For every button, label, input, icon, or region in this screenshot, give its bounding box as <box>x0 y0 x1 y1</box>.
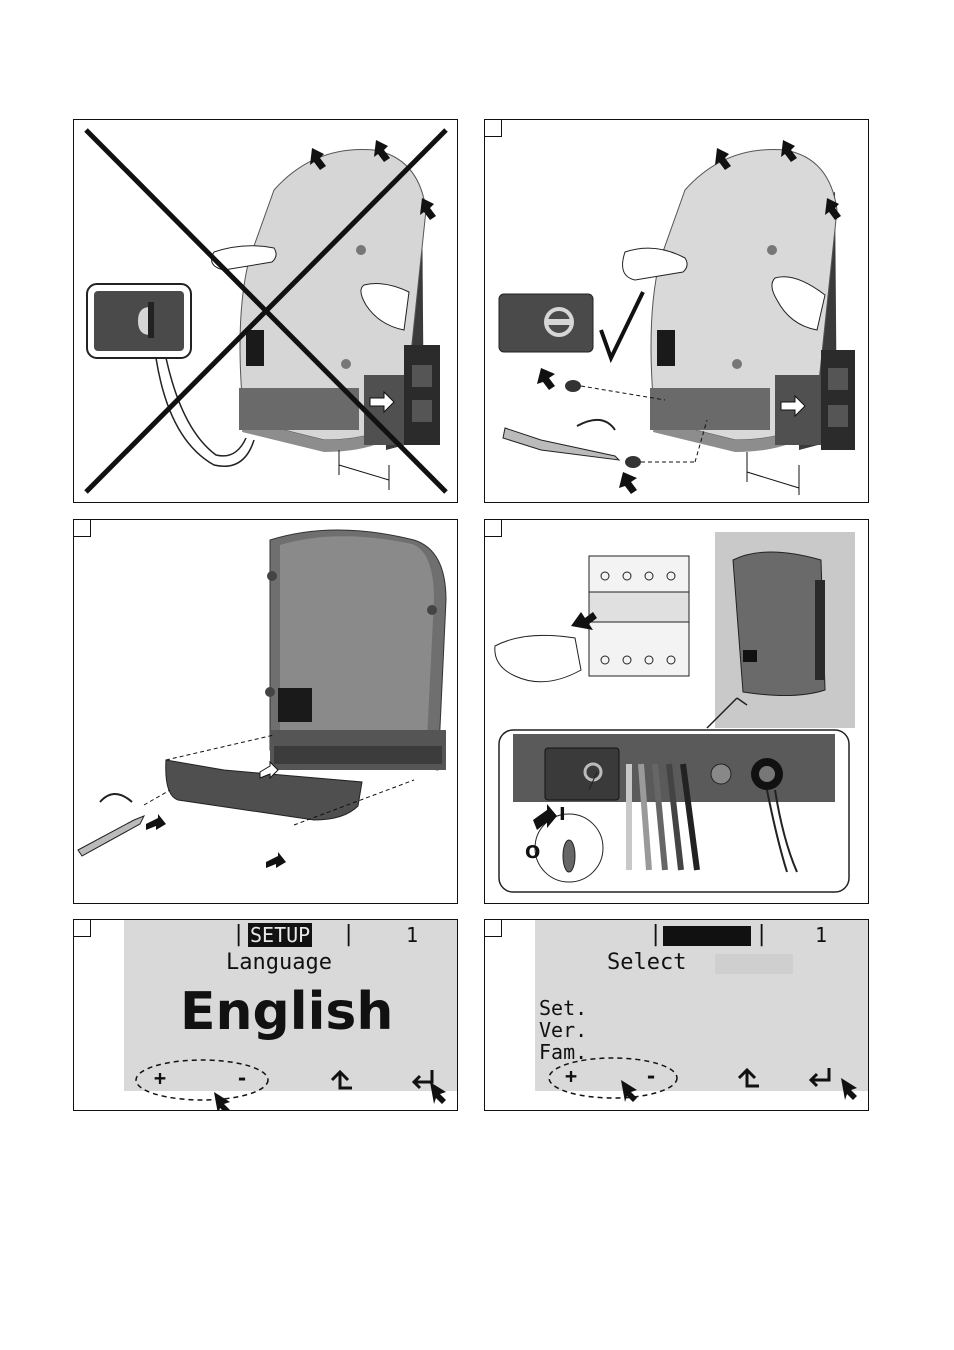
panel-language-display: | SETUP | 1 Language English + - <box>73 919 458 1111</box>
step-checkbox <box>485 520 502 537</box>
button-highlight-ellipse <box>548 1057 678 1099</box>
enter-icon[interactable] <box>411 1070 434 1090</box>
menu-bar-left: | <box>232 922 246 947</box>
lcd-overlay-icons <box>548 1057 857 1102</box>
panel-front-cover <box>73 519 458 904</box>
panel-select-display: | | 1 Select Set. Ver. Fam. + - <box>484 919 869 1111</box>
step-checkbox <box>485 120 502 137</box>
list-item: Set. <box>539 996 588 1020</box>
inverter-illustration <box>498 140 855 495</box>
back-icon[interactable] <box>330 1069 352 1090</box>
lcd-screen: | SETUP | 1 Language English + - <box>124 920 457 1091</box>
menu-bar-right: | <box>342 922 356 947</box>
page-number: 1 <box>815 923 828 947</box>
press-arrow-icon <box>621 1080 637 1102</box>
menu-heading: Select <box>607 950 687 975</box>
press-arrow-icon <box>214 1092 230 1110</box>
page-number: 1 <box>406 923 419 947</box>
list-item: Fam. <box>539 1040 588 1064</box>
lcd-screen: | | 1 Select Set. Ver. Fam. + - <box>535 920 868 1091</box>
menu-title: SETUP <box>248 923 313 947</box>
back-icon[interactable] <box>737 1067 759 1088</box>
menu-title-blank <box>663 926 751 946</box>
breaker-and-switch-illustration <box>494 532 855 893</box>
menu-bar-left: | <box>649 922 663 947</box>
list-item: Ver. <box>539 1018 588 1042</box>
menu-heading: Language <box>226 950 332 975</box>
button-highlight-ellipse <box>135 1059 269 1101</box>
panel-switch-on: I O <box>484 519 869 904</box>
plus-button-label[interactable]: + <box>565 1064 578 1088</box>
panel-correct-removal <box>484 119 869 503</box>
press-arrow-icon <box>841 1078 857 1100</box>
language-value: English <box>180 982 394 1042</box>
inverter-illustration <box>84 128 448 494</box>
minus-button-label[interactable]: - <box>645 1064 658 1088</box>
panel-wrong-removal <box>73 119 458 503</box>
step-checkbox <box>74 520 91 537</box>
switch-on-label: I <box>559 804 566 825</box>
step-checkbox <box>485 920 502 937</box>
plus-button-label[interactable]: + <box>154 1066 167 1090</box>
inverter-cover-illustration <box>77 529 447 868</box>
menu-bar-right: | <box>755 922 769 947</box>
lcd-overlay-icons <box>135 1059 446 1110</box>
switch-off-label: O <box>525 842 541 863</box>
heading-blank <box>715 954 793 974</box>
press-arrow-icon <box>430 1082 446 1104</box>
step-checkbox <box>74 920 91 937</box>
enter-icon[interactable] <box>808 1068 831 1088</box>
minus-button-label[interactable]: - <box>236 1066 249 1090</box>
